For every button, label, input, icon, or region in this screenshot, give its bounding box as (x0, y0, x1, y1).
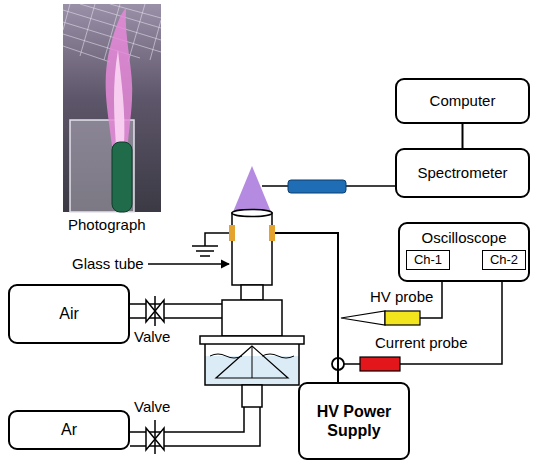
box-text: Ar (61, 420, 77, 439)
box-text: Oscilloscope (421, 229, 506, 247)
computer-box: Computer (395, 78, 530, 124)
box-text: Air (59, 304, 79, 323)
hv-probe-body (385, 311, 420, 325)
photo-plasma-plume (106, 8, 133, 146)
photo-electrode (112, 142, 132, 212)
gas-pipes (130, 304, 260, 446)
photo-plasma-core (114, 50, 124, 146)
valve-label: Valve (134, 328, 170, 346)
part-label: Glass tube (72, 255, 144, 273)
box-text: Ch-2 (490, 252, 518, 268)
glass-tube-body (232, 213, 272, 285)
tube-neck (241, 285, 263, 300)
connector-line (462, 124, 464, 148)
hv-probe-tip (341, 311, 385, 325)
plasma-cone (233, 166, 271, 212)
current-probe-clamp (332, 358, 344, 370)
current-probe-symbol (332, 357, 400, 371)
ground-wire (205, 233, 229, 246)
gas-source-box: Ar (8, 410, 130, 450)
ground-connection (192, 233, 229, 256)
gas-mixing-chamber (222, 300, 282, 336)
box-text: Ch-1 (414, 252, 442, 268)
channel-box: Ch-1 (406, 250, 450, 270)
hv-probe-symbol (341, 311, 420, 325)
plasma-jet-device (200, 166, 304, 407)
air-pipe (130, 304, 222, 318)
glass-tube-leader (148, 263, 229, 264)
ground-symbol (192, 246, 218, 256)
probe-label: HV probe (370, 288, 433, 306)
hv-supply-wire (275, 233, 338, 382)
spectrometer-box: Spectrometer (395, 148, 530, 198)
hv-electrode (269, 225, 275, 241)
ground-electrode (229, 225, 235, 241)
current-probe-body (360, 357, 400, 371)
bubbler-vessel (205, 344, 299, 385)
current-probe-lead (344, 363, 360, 365)
bubbler-diffuser-axis (252, 346, 253, 378)
glass-tube-rim (232, 210, 272, 217)
photo-caption: Photograph (68, 216, 146, 234)
box-text: HV Power Supply (300, 402, 408, 440)
channel-box: Ch-2 (482, 250, 526, 270)
plasma-photograph (63, 4, 161, 212)
box-text: Computer (430, 92, 496, 110)
photo-background (63, 4, 161, 212)
fibre-collector (288, 180, 346, 193)
power-supply-box: HV Power Supply (298, 382, 410, 460)
bubbler-stem (242, 385, 262, 407)
optical-fibre (262, 180, 395, 193)
probe-label: Current probe (375, 334, 468, 352)
oscilloscope-box: OscilloscopeCh-1 Ch-2 (398, 222, 530, 282)
gas-source-box: Air (8, 284, 130, 344)
bubbler-lid (200, 336, 304, 344)
air-valve-stem (154, 296, 156, 326)
argon-valve-stem (154, 420, 156, 454)
box-text: Spectrometer (417, 164, 507, 182)
valve-label: Valve (134, 398, 170, 416)
bubbler-diffuser (216, 346, 288, 378)
valve-symbols (146, 296, 164, 454)
